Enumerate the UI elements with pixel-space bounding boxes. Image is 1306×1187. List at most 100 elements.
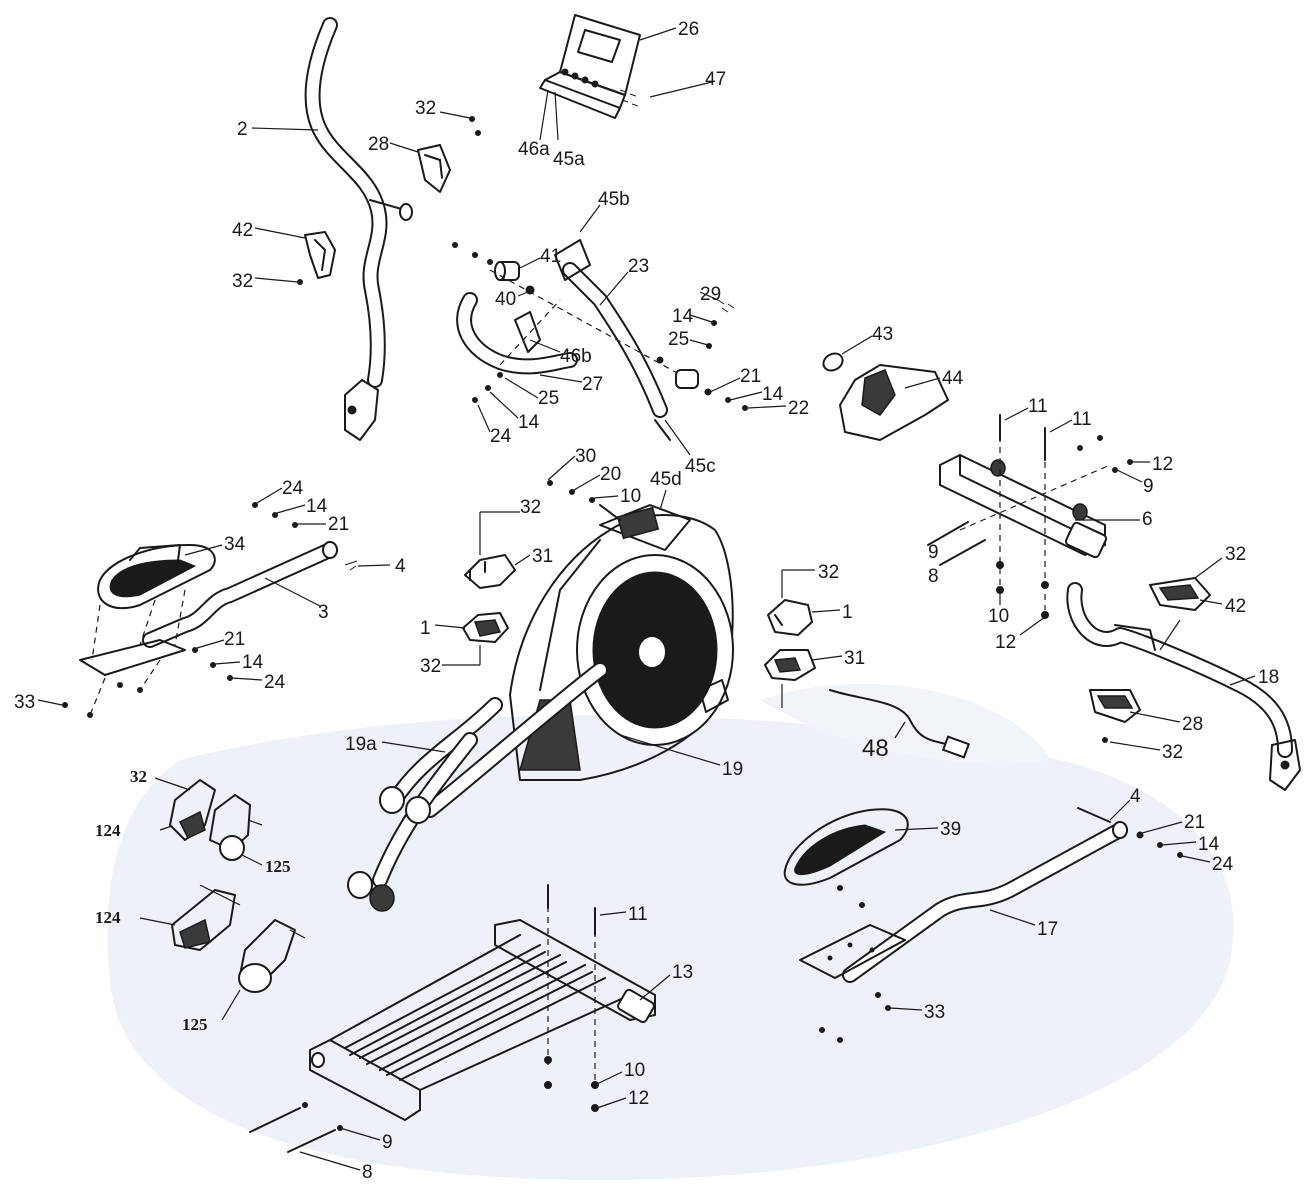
label-33: 33 <box>924 1002 945 1023</box>
screw-set-47 <box>619 81 713 107</box>
label-13: 13 <box>672 962 693 983</box>
right-pedal-arm-17 <box>799 799 1131 983</box>
label-10: 10 <box>988 606 1009 627</box>
wire-48 <box>829 689 971 759</box>
label-32: 32 <box>232 271 253 292</box>
label-32: 32 <box>1162 742 1183 763</box>
label-28: 28 <box>368 134 389 155</box>
label-25: 25 <box>538 388 559 409</box>
upright-arm-23 <box>554 204 691 456</box>
cover-1-right <box>767 569 841 636</box>
label-19: 19 <box>722 759 743 780</box>
label-11: 11 <box>628 904 648 925</box>
cover-1-left <box>434 612 509 666</box>
label-42: 42 <box>232 220 253 241</box>
grip-28-right <box>1089 689 1181 751</box>
label-21: 21 <box>224 629 245 650</box>
label-14: 14 <box>672 306 694 327</box>
label-33: 33 <box>14 692 35 713</box>
label-14: 14 <box>518 412 540 433</box>
label-9: 9 <box>382 1132 393 1153</box>
label-21: 21 <box>328 514 349 535</box>
roller-cover-125-lower <box>221 919 306 1021</box>
label-21: 21 <box>740 366 761 387</box>
label-124: 124 <box>95 908 121 927</box>
label-32: 32 <box>818 562 839 583</box>
label-12: 12 <box>995 632 1016 653</box>
label-4: 4 <box>395 556 406 577</box>
shroud-43 <box>822 335 873 372</box>
label-14: 14 <box>242 652 264 673</box>
label-32: 32 <box>420 656 441 677</box>
roller-cover-124-lower <box>139 884 241 951</box>
label-2: 2 <box>237 119 248 140</box>
label-12: 12 <box>628 1088 649 1109</box>
grip-42-left <box>254 227 336 285</box>
label-46a: 46a <box>518 139 550 160</box>
bushing-41 <box>452 242 541 281</box>
label-10: 10 <box>620 486 641 507</box>
axle-40 <box>489 269 699 389</box>
label-17: 17 <box>1037 919 1058 940</box>
roller-cover-125-upper <box>209 794 263 866</box>
label-32: 32 <box>130 767 147 786</box>
label-125: 125 <box>182 1015 208 1034</box>
label-27: 27 <box>582 374 603 395</box>
label-20: 20 <box>600 464 621 485</box>
label-40: 40 <box>495 289 516 310</box>
label-6: 6 <box>1142 509 1153 530</box>
label-34: 34 <box>224 534 246 555</box>
right-pedal-39 <box>783 808 939 886</box>
label-46b: 46b <box>560 346 592 367</box>
label-30: 30 <box>575 446 596 467</box>
screw-29 <box>656 291 735 364</box>
label-29: 29 <box>700 284 721 305</box>
label-9: 9 <box>1143 476 1154 497</box>
label-125: 125 <box>265 857 291 876</box>
label-21: 21 <box>1184 812 1205 833</box>
label-45b: 45b <box>598 189 630 210</box>
label-31: 31 <box>844 648 865 669</box>
label-14: 14 <box>306 496 328 517</box>
grip-cover-28-top <box>389 142 451 193</box>
label-32: 32 <box>415 98 436 119</box>
label-43: 43 <box>872 324 893 345</box>
cover-31-left <box>464 511 531 589</box>
label-9: 9 <box>928 542 939 563</box>
label-42: 42 <box>1225 596 1246 617</box>
label-47: 47 <box>705 69 726 90</box>
label-24: 24 <box>264 672 286 693</box>
label-41: 41 <box>540 246 561 267</box>
label-31: 31 <box>532 546 553 567</box>
label-45a: 45a <box>553 149 585 170</box>
handle-27 <box>456 292 583 383</box>
label-14: 14 <box>762 384 784 405</box>
label-1: 1 <box>842 602 853 623</box>
label-44: 44 <box>942 368 964 389</box>
label-11: 11 <box>1072 409 1092 430</box>
label-32: 32 <box>1225 544 1246 565</box>
left-handlebar-part <box>251 17 413 441</box>
label-11: 11 <box>1028 396 1048 417</box>
label-28: 28 <box>1182 714 1203 735</box>
label-14: 14 <box>1198 834 1220 855</box>
grip-42-right <box>1149 557 1223 611</box>
left-plate-33 <box>37 589 186 718</box>
label-26: 26 <box>678 19 699 40</box>
roller-cover-124-upper <box>154 777 216 841</box>
label-12: 12 <box>1152 454 1173 475</box>
screws-24-14-21-left <box>192 487 326 681</box>
label-25: 25 <box>668 329 689 350</box>
right-handlebar-18 <box>1066 582 1301 791</box>
label-3: 3 <box>318 602 329 623</box>
label-18: 18 <box>1258 667 1279 688</box>
label-45d: 45d <box>650 469 682 490</box>
screws-25-14-24-left <box>472 372 539 433</box>
label-24: 24 <box>1212 854 1234 875</box>
front-stabilizer-6 <box>927 407 1150 636</box>
label-4: 4 <box>1130 786 1141 807</box>
cover-31-right <box>764 649 843 708</box>
label-22: 22 <box>788 398 809 419</box>
